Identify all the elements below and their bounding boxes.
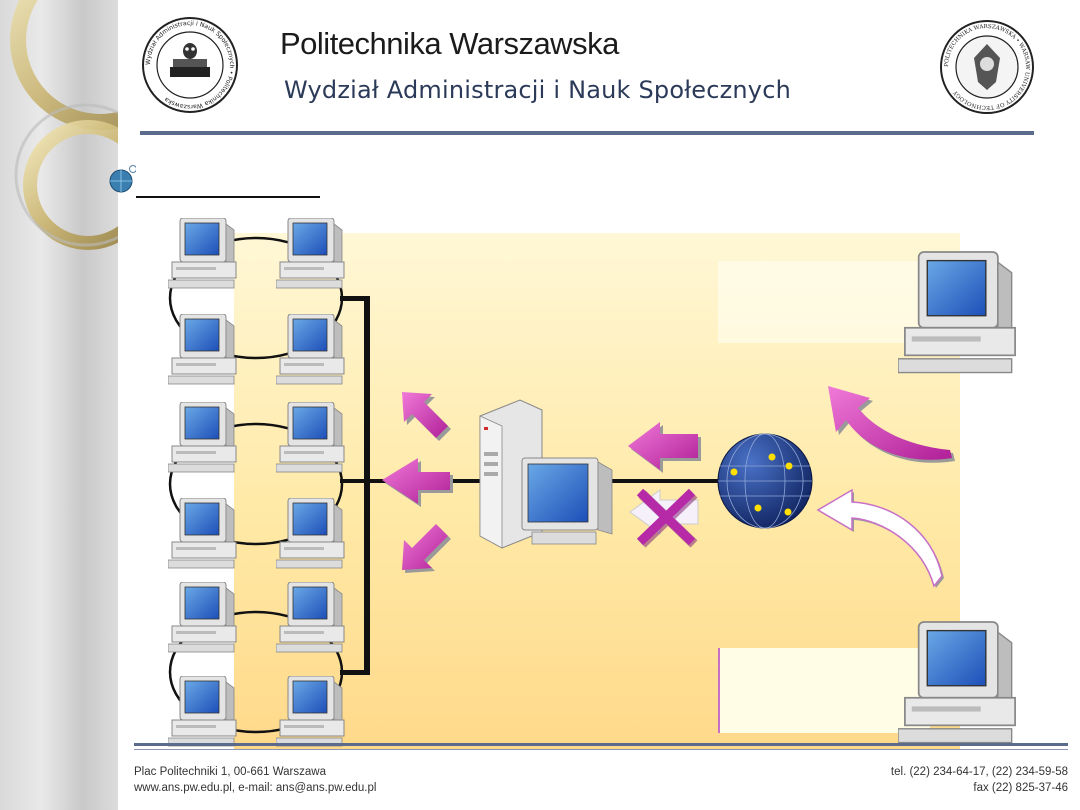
- university-name: Politechnika Warszawska: [280, 26, 619, 61]
- workstation-icon: [168, 676, 237, 747]
- workstation-icon: [168, 314, 237, 385]
- bus-connector-top: [340, 296, 370, 301]
- server-icon: [479, 399, 613, 549]
- workstation-icon: [276, 582, 345, 653]
- globe-bullet-icon: [106, 164, 136, 194]
- workstation-icon: [276, 676, 345, 747]
- header-divider: [140, 131, 1034, 135]
- university-emblem: POLITECHNIKA WARSZAWSKA • WARSAW UNIVERS…: [938, 18, 1036, 116]
- footer-address: Plac Politechniki 1, 00-661 Warszawa: [134, 766, 326, 778]
- workstation-icon: [276, 402, 345, 473]
- footer-phone: tel. (22) 234-64-17, (22) 234-59-58: [890, 766, 1068, 778]
- lan-ring-2: [168, 422, 344, 546]
- arrow-icon: [816, 488, 944, 588]
- workstation-icon: [276, 498, 345, 569]
- remote-workstation-icon: [898, 251, 1016, 374]
- internet-globe-icon: [717, 433, 813, 529]
- arrow-icon: [382, 458, 453, 507]
- blocked-x-icon: [636, 488, 698, 548]
- arrow-icon: [828, 386, 955, 463]
- faculty-name: Wydział Administracji i Nauk Społecznych: [284, 76, 792, 104]
- info-box-top: [718, 261, 928, 343]
- bus-connector-bottom: [340, 670, 370, 675]
- workstation-icon: [276, 218, 345, 289]
- footer-web-email: www.ans.pw.edu.pl, e-mail: ans@ans.pw.ed…: [134, 782, 377, 794]
- footer-divider-thin: [134, 749, 1068, 750]
- network-bus-line: [364, 298, 370, 674]
- workstation-icon: [168, 218, 237, 289]
- distribution-arrows: [382, 392, 453, 573]
- arrow-icon: [402, 524, 451, 573]
- arrow-icon: [402, 392, 451, 441]
- lan-ring-1: [168, 236, 344, 360]
- workstation-icon: [276, 314, 345, 385]
- workstation-icon: [168, 498, 237, 569]
- lan-group-rings: [168, 236, 344, 734]
- info-box-bottom: [718, 648, 930, 733]
- remote-workstation-icon: [898, 621, 1016, 744]
- blocked-arrow: [629, 488, 699, 548]
- curved-arrows: [816, 386, 955, 588]
- faculty-logo: Wydział Administracji i Nauk Społecznych…: [140, 15, 240, 115]
- footer-divider: [134, 743, 1068, 746]
- workstation-icon: [168, 402, 237, 473]
- decorative-rings: [10, 0, 118, 250]
- title-underline: [136, 196, 320, 198]
- arrow-icon: [628, 422, 701, 473]
- decorative-side-strip: [0, 0, 118, 810]
- workstation-icon: [168, 582, 237, 653]
- lan-ring-3: [168, 610, 344, 734]
- footer-fax: fax (22) 825-37-46: [973, 782, 1068, 794]
